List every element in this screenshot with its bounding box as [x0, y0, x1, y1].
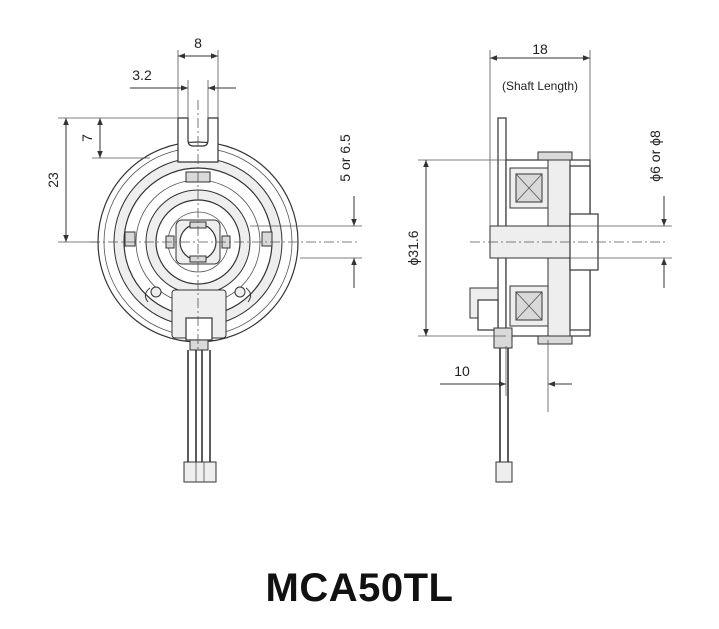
dim-height-label: 23: [45, 172, 61, 188]
dim-top-label: 7: [79, 134, 95, 142]
dim-width-label: 8: [194, 35, 202, 51]
wire-terminal: [183, 461, 217, 483]
anti-rotation-tab: [177, 117, 219, 163]
dim-slot-label: 3.2: [132, 67, 152, 83]
model-title: MCA50TL: [265, 566, 454, 610]
front-view: 8 3.2 23 7 5 or 6.5: [45, 35, 362, 483]
technical-drawing: 8 3.2 23 7 5 or 6.5: [45, 35, 672, 483]
dim-shaft-label: ϕ6 or ϕ8: [647, 130, 663, 182]
side-wire-terminal: [495, 461, 513, 483]
dim-length-note: (Shaft Length): [502, 79, 578, 93]
dim-length-label: 18: [532, 41, 548, 57]
side-view: 18 (Shaft Length) ϕ31.6 ϕ6 or ϕ8 10: [405, 41, 672, 483]
dim-diameter-label: ϕ31.6: [405, 230, 421, 265]
dim-offset-label: 5 or 6.5: [337, 134, 353, 182]
dim-depth-label: 10: [454, 363, 470, 379]
